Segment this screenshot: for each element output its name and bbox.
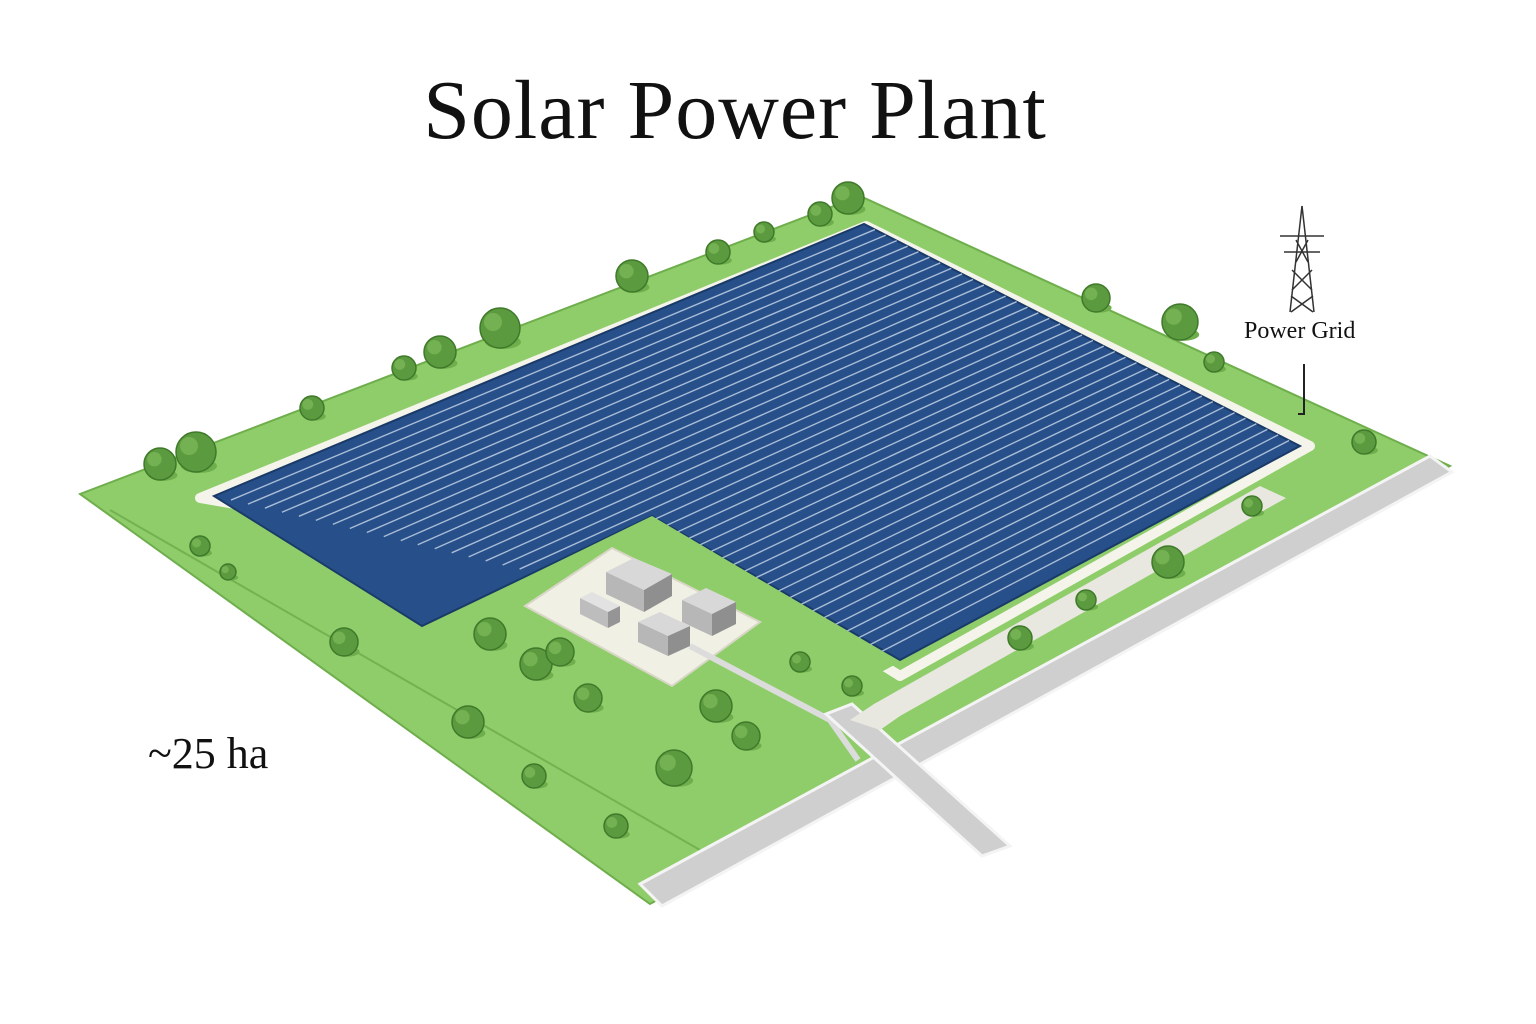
- tree-icon: [423, 335, 458, 369]
- panel-row: [366, 273, 963, 534]
- transmission-tower-icon: [1280, 205, 1324, 313]
- tree-icon: [731, 721, 762, 751]
- tree-icon: [143, 447, 178, 481]
- tree-icon: [545, 637, 576, 667]
- panel-row: [451, 301, 1017, 554]
- tree-icon: [1007, 625, 1034, 651]
- panel-row: [740, 395, 1203, 623]
- panel-row: [502, 317, 1050, 566]
- panel-row: [383, 278, 974, 538]
- panel-row: [247, 234, 887, 505]
- tree-icon: [473, 617, 508, 651]
- tree-icon: [391, 355, 418, 381]
- panel-row: [519, 323, 1061, 570]
- tree-icon: [789, 651, 812, 673]
- tree-icon: [175, 431, 217, 473]
- panel-row: [858, 434, 1279, 651]
- panel-row: [298, 251, 919, 517]
- main-road: [637, 454, 1455, 908]
- tree-icon: [615, 259, 650, 293]
- field-line: [109, 509, 701, 851]
- solar-array: [211, 222, 1303, 790]
- trees: [143, 181, 1378, 839]
- building-icon: [606, 558, 672, 612]
- panel-row: [349, 267, 952, 530]
- panel-row: [281, 245, 908, 513]
- tree-icon: [699, 689, 734, 723]
- tree-icon: [479, 307, 521, 349]
- tree-icon: [219, 563, 239, 581]
- panel-row: [807, 417, 1246, 639]
- panel-row: [468, 306, 1028, 558]
- tree-icon: [705, 239, 732, 265]
- panel-row: [723, 389, 1192, 619]
- tree-icon: [1151, 545, 1186, 579]
- building-icon: [580, 592, 620, 628]
- panel-row: [841, 428, 1268, 647]
- panel-row: [757, 400, 1214, 627]
- panel-row: [655, 367, 1148, 603]
- tree-icon: [1241, 495, 1264, 517]
- panel-row: [485, 312, 1039, 562]
- road-network: [637, 454, 1455, 908]
- tree-icon: [573, 683, 604, 713]
- tree-icon: [841, 675, 864, 697]
- substation-buildings: [580, 558, 736, 656]
- side-road: [823, 702, 1013, 858]
- panel-row: [790, 412, 1235, 635]
- tree-icon: [519, 647, 554, 681]
- tree-icon: [1081, 283, 1112, 313]
- building-icon: [682, 588, 736, 636]
- panel-row: [434, 295, 1006, 550]
- inner-road: [850, 486, 1286, 730]
- service-lane: [688, 643, 861, 762]
- tree-icon: [655, 749, 694, 787]
- tree-icon: [1161, 303, 1200, 341]
- panel-row: [264, 240, 897, 509]
- panel-row: [417, 289, 996, 546]
- panel-row: [230, 228, 876, 501]
- panel-row: [689, 378, 1170, 611]
- tree-icon: [189, 535, 212, 557]
- tree-icon: [451, 705, 486, 739]
- tree-icon: [1075, 589, 1098, 611]
- power-grid-label: Power Grid: [1244, 318, 1356, 344]
- tree-icon: [1351, 429, 1378, 455]
- tree-icon: [329, 627, 360, 657]
- panel-row: [400, 284, 985, 542]
- tree-icon: [521, 763, 548, 789]
- panel-row: [875, 439, 1290, 655]
- panel-row: [672, 373, 1159, 607]
- panel-row: [332, 262, 941, 526]
- panel-row: [706, 384, 1181, 615]
- grid-connection-line: [1298, 364, 1305, 415]
- page-title: Solar Power Plant: [423, 64, 1047, 157]
- tree-icon: [807, 201, 834, 227]
- panel-row: [315, 256, 930, 521]
- building-icon: [638, 612, 690, 656]
- tree-icon: [299, 395, 326, 421]
- area-label: ~25 ha: [148, 729, 269, 778]
- tree-icon: [1203, 351, 1226, 373]
- panel-row: [773, 406, 1225, 631]
- tree-icon: [753, 221, 776, 243]
- tree-icon: [831, 181, 866, 215]
- tree-icon: [603, 813, 630, 839]
- panel-row: [824, 423, 1257, 643]
